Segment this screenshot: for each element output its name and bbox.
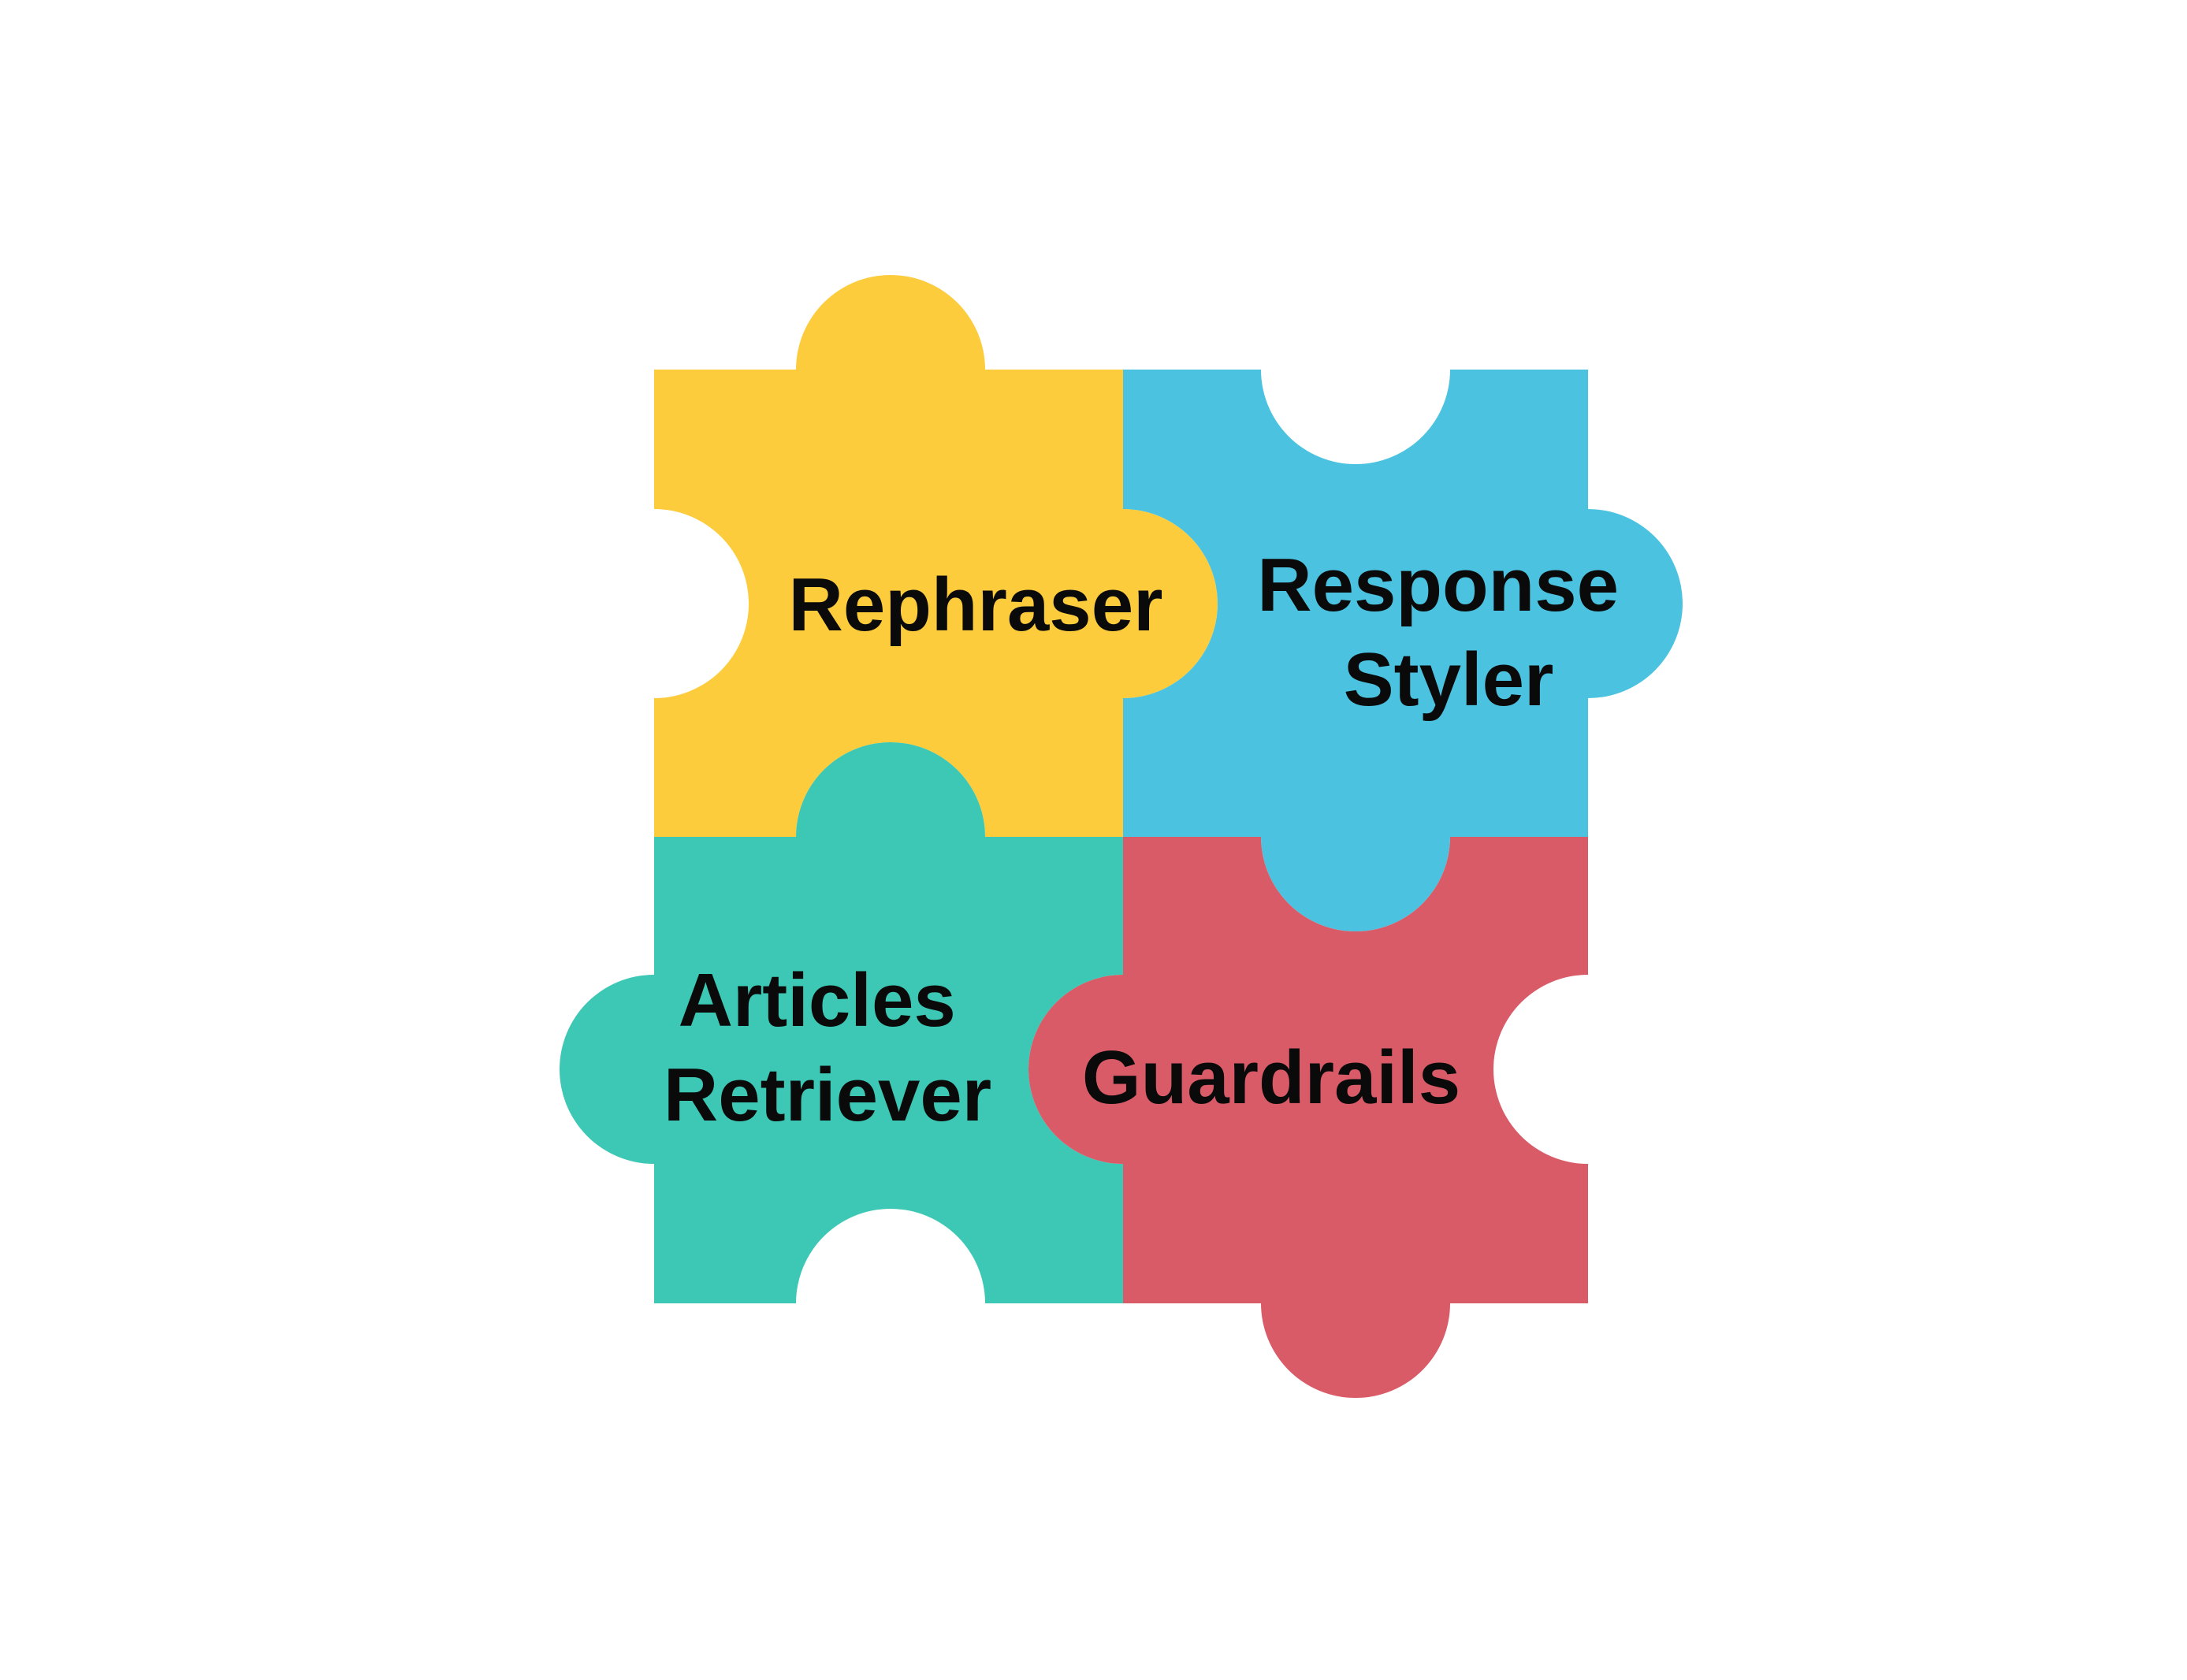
label-response-styler-line-2: Styler bbox=[1344, 637, 1554, 722]
label-rephraser-line-1: Rephraser bbox=[789, 563, 1163, 647]
label-response-styler-line-1: Response bbox=[1257, 543, 1619, 627]
piece-rephraser bbox=[654, 275, 1218, 837]
piece-articles-retriever bbox=[560, 742, 1123, 1303]
piece-response-styler bbox=[1123, 370, 1683, 931]
piece-guardrails bbox=[1028, 837, 1588, 1398]
label-guardrails-line-1: Guardrails bbox=[1082, 1035, 1460, 1120]
label-guardrails: Guardrails bbox=[1082, 1035, 1460, 1120]
label-rephraser: Rephraser bbox=[789, 563, 1163, 647]
label-articles-retriever-line-2: Retriever bbox=[664, 1053, 991, 1137]
label-articles-retriever: Articles Retriever bbox=[664, 958, 991, 1137]
label-response-styler: Response Styler bbox=[1257, 543, 1639, 722]
label-articles-retriever-line-1: Articles bbox=[679, 958, 956, 1043]
